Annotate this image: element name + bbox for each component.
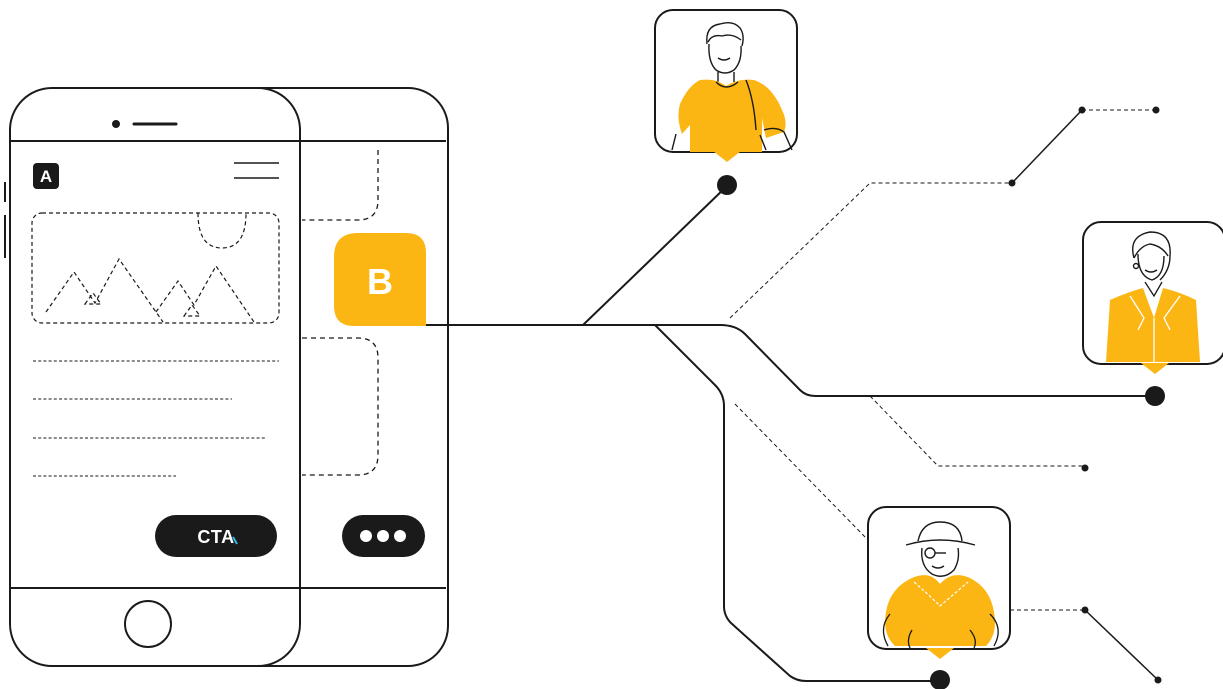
- node-top: [717, 175, 737, 195]
- orange-tshirt: [678, 79, 786, 152]
- persona-card-woman-blazer: [1082, 221, 1223, 374]
- cta-button[interactable]: CTA: [155, 515, 277, 557]
- phone-back-dashed-block-top: [302, 150, 379, 221]
- more-options-button[interactable]: [342, 515, 425, 557]
- solid-side-lines: [1011, 109, 1159, 681]
- image-placeholder-icon: [31, 212, 280, 324]
- woman-avatar: [1132, 231, 1171, 281]
- node-bottom: [930, 670, 950, 689]
- variant-b-badge: B: [334, 233, 426, 326]
- home-button-icon[interactable]: [124, 600, 172, 648]
- cta-cursor-accent: [232, 536, 238, 545]
- dashed-connections: [729, 109, 1156, 611]
- front-camera: [112, 120, 120, 128]
- orange-sweater: [885, 575, 995, 646]
- logo-a-badge: A: [33, 163, 59, 189]
- more-dots-icon: [360, 530, 406, 542]
- node-middle: [1145, 386, 1165, 406]
- cta-label: CTA: [197, 527, 234, 547]
- persona-card-young-man: [654, 9, 798, 162]
- menu-icon[interactable]: [234, 162, 279, 179]
- orange-blazer: [1106, 288, 1200, 362]
- logo-a-letter: A: [40, 167, 52, 186]
- persona-card-older-woman: [867, 506, 1011, 659]
- older-woman-avatar: [905, 521, 976, 577]
- variant-b-letter: B: [367, 261, 393, 302]
- text-placeholder-lines: [33, 360, 279, 477]
- phone-back-dashed-block-bottom: [302, 337, 379, 476]
- connection-lines: [426, 185, 1155, 682]
- young-man-avatar: [706, 21, 744, 82]
